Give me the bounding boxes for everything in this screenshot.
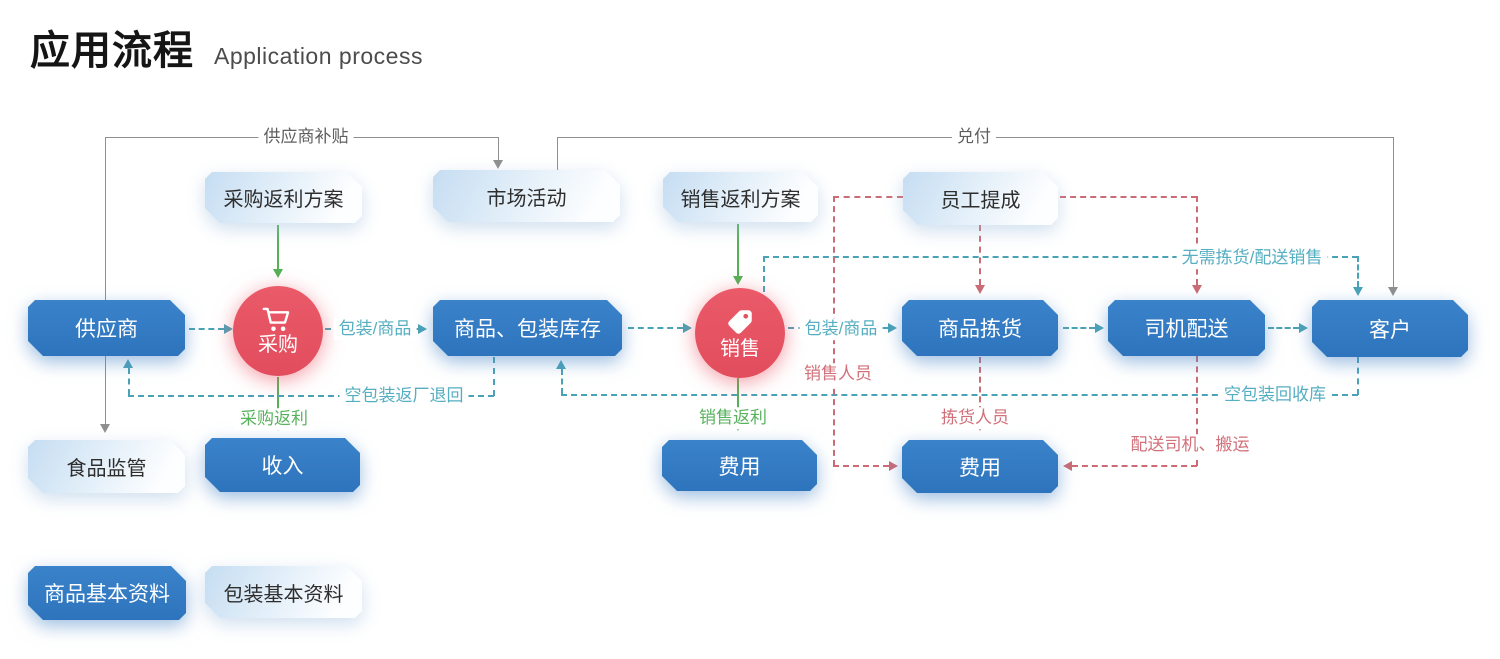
node-customer: 客户 (1312, 300, 1468, 357)
edge-pickingstaff-vertical (979, 357, 981, 422)
cart-icon (261, 307, 295, 333)
edge-label-empty-package-recycle: 空包装回收库 (1219, 384, 1331, 406)
arrowhead-into-delivery (1095, 323, 1104, 333)
edge-redemption-drop (1393, 137, 1394, 287)
arrowhead-into-market-activity (493, 160, 503, 169)
edge-nopicking-drop (1357, 256, 1359, 287)
edge-picking-to-delivery (1063, 327, 1095, 329)
edge-recycle-rise (561, 369, 563, 394)
arrowhead-into-expense-staff-left (889, 461, 898, 471)
edge-label-package-goods-left: 包装/商品 (333, 318, 417, 340)
node-label: 供应商 (75, 318, 138, 341)
circle-sales: 销售 (695, 288, 785, 378)
edge-return-horizontal (128, 395, 494, 397)
node-sales-rebate-plan: 销售返利方案 (663, 172, 818, 222)
node-food-regulation: 食品监管 (28, 440, 185, 493)
node-label: 费用 (959, 456, 1001, 480)
arrowhead-into-delivery-top (1192, 285, 1202, 294)
node-package-basic-data: 包装基本资料 (205, 566, 362, 618)
node-label: 商品、包装库存 (454, 318, 601, 341)
node-supplier: 供应商 (28, 300, 185, 356)
arrowhead-into-purchase (224, 324, 233, 334)
edge-driver-to-expense (1072, 465, 1197, 467)
arrowhead-into-customer-teal-top (1353, 287, 1363, 296)
arrowhead-into-inventory (418, 324, 427, 334)
edge-return-rise (128, 368, 130, 395)
node-income: 收入 (205, 438, 360, 492)
node-label: 市场活动 (486, 187, 567, 210)
edge-label-delivery-driver-porter: 配送司机、搬运 (1125, 434, 1255, 456)
edge-commission-to-delivery (1196, 196, 1198, 285)
edge-nopicking-horizontal (763, 256, 1358, 258)
edge-salesplan-to-sales (737, 224, 739, 276)
node-label: 采购返利方案 (223, 189, 344, 211)
arrowhead-into-customer-gray (1388, 287, 1398, 296)
edge-recycle-horizontal (561, 394, 1358, 396)
node-label: 销售返利方案 (680, 188, 801, 211)
node-driver-delivery: 司机配送 (1108, 300, 1265, 356)
edge-label-supplier-subsidy: 供应商补贴 (258, 126, 354, 148)
node-goods-basic-data: 商品基本资料 (28, 566, 186, 620)
node-inventory: 商品、包装库存 (433, 300, 622, 356)
edge-purchaseplan-to-purchase (277, 225, 279, 269)
edge-purchase-rebate (277, 377, 279, 422)
node-label: 员工提成 (940, 190, 1021, 212)
edge-driver-vertical (1196, 356, 1198, 466)
edge-delivery-to-customer (1268, 327, 1299, 329)
edge-commission-right-horizontal (1060, 196, 1197, 198)
node-staff-commission: 员工提成 (903, 172, 1058, 225)
node-expense-sales: 费用 (662, 440, 817, 491)
page-subtitle: Application process (214, 43, 423, 69)
edge-return-from-inventory (493, 357, 495, 396)
circle-purchase: 采购 (233, 286, 323, 376)
arrowhead-into-inventory-bottom (556, 360, 566, 369)
edge-label-empty-package-return: 空包装返厂退回 (339, 385, 469, 407)
edge-supplier-to-purchase (189, 328, 224, 330)
node-label: 收入 (261, 455, 304, 478)
circle-label: 采购 (258, 334, 298, 356)
arrowhead-into-expense-staff-right (1063, 461, 1072, 471)
edge-redemption-rise (557, 137, 558, 170)
edge-supplier-to-regulation (105, 356, 106, 424)
edge-label-package-goods-right: 包装/商品 (799, 318, 883, 340)
arrowhead-into-food-regulation (100, 424, 110, 433)
edge-commission-to-picking (979, 225, 981, 285)
edge-label-no-picking-delivery-sales: 无需拣货/配送销售 (1176, 247, 1328, 269)
edge-commission-left-horizontal (833, 196, 903, 198)
edge-sales-rebate (737, 378, 739, 422)
edge-nopicking-rise (763, 256, 765, 292)
node-label: 商品拣货 (938, 318, 1022, 341)
circle-label: 销售 (720, 338, 760, 360)
arrowhead-into-sales-circle (733, 276, 743, 285)
edge-salesstaff-to-expense (833, 465, 889, 467)
page-header: 应用流程 Application process (30, 18, 423, 76)
node-label: 司机配送 (1144, 318, 1229, 341)
edge-label-redemption: 兑付 (952, 126, 996, 148)
edge-inventory-to-sales (628, 327, 683, 329)
edge-label-picking-staff: 拣货人员 (936, 407, 1014, 429)
page-title: 应用流程 (30, 29, 194, 73)
node-label: 商品基本资料 (44, 583, 170, 606)
arrowhead-into-picking-top (975, 285, 985, 294)
node-market-activity: 市场活动 (433, 170, 620, 222)
tag-icon (725, 307, 755, 337)
edge-label-sales-staff: 销售人员 (799, 363, 877, 385)
arrowhead-into-sales (683, 323, 692, 333)
edge-label-purchase-rebate: 采购返利 (235, 408, 313, 430)
edge-subsidy-left-vertical (105, 137, 106, 300)
node-label: 包装基本资料 (223, 583, 344, 606)
arrowhead-into-supplier-bottom (123, 359, 133, 368)
node-label: 费用 (718, 455, 761, 479)
edge-subsidy-drop (498, 137, 499, 160)
edge-label-sales-rebate: 销售返利 (694, 407, 772, 429)
arrowhead-into-picking (888, 323, 897, 333)
node-label: 客户 (1369, 318, 1411, 342)
node-purchase-rebate-plan: 采购返利方案 (205, 172, 362, 223)
edge-recycle-from-customer (1357, 357, 1359, 395)
arrowhead-into-purchase-circle (273, 269, 283, 278)
node-expense-staff: 费用 (902, 440, 1058, 493)
node-label: 食品监管 (66, 458, 147, 480)
arrowhead-into-customer-teal-right (1299, 323, 1308, 333)
node-goods-picking: 商品拣货 (902, 300, 1058, 356)
